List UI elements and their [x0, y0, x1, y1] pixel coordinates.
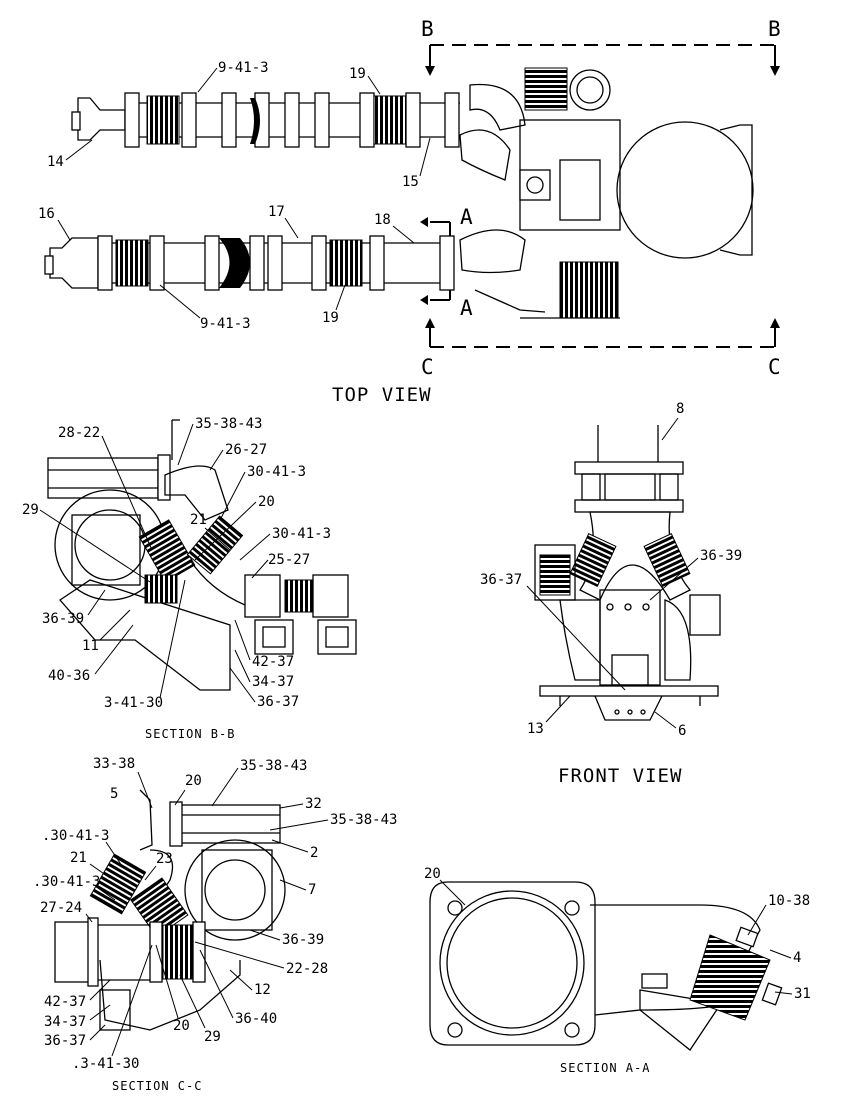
- front-callout-36-37: 36-37: [480, 572, 522, 588]
- cc-callout-23: 23: [156, 851, 173, 867]
- bb-callout-42-37: 42-37: [252, 654, 294, 670]
- cc-callout-35-38-43-a: 35-38-43: [240, 758, 307, 774]
- callout-18: 18: [374, 212, 391, 228]
- cc-callout-12: 12: [254, 982, 271, 998]
- bb-callout-26-27: 26-27: [225, 442, 267, 458]
- cc-callout-27-24: 27-24: [40, 900, 82, 916]
- front-view: 8 36-39 36-37 13 6 FRONT VIEW: [480, 401, 742, 787]
- cc-callout-29: 29: [204, 1029, 221, 1045]
- section-b-b: 35-38-43 28-22 26-27 30-41-3 29 20 21 30…: [22, 416, 357, 741]
- bb-callout-34-37: 34-37: [252, 674, 294, 690]
- cc-callout-32: 32: [305, 796, 322, 812]
- section-c-c: 33-38 20 35-38-43 5 32 35-38-43 .30-41-3…: [33, 756, 397, 1093]
- upper-exhaust-pipe-run: [71, 92, 460, 148]
- callout-15: 15: [402, 174, 419, 190]
- bb-callout-30-41-3-a: 30-41-3: [247, 464, 306, 480]
- cc-callout-30-41-3-a: .30-41-3: [42, 828, 109, 844]
- cc-callout-34-37: 34-37: [44, 1014, 86, 1030]
- cc-callout-22-28: 22-28: [286, 961, 328, 977]
- callout-16: 16: [38, 206, 55, 222]
- bb-callout-20: 20: [258, 494, 275, 510]
- callout-19-bottom: 19: [322, 310, 339, 326]
- cc-callout-36-37: 36-37: [44, 1033, 86, 1049]
- title-section-c-c: SECTION C-C: [112, 1079, 202, 1093]
- aa-callout-31: 31: [794, 986, 811, 1002]
- marker-a-top: A: [460, 205, 473, 229]
- bb-callout-29: 29: [22, 502, 39, 518]
- cc-callout-2: 2: [310, 845, 318, 861]
- aa-callout-10-38: 10-38: [768, 893, 810, 909]
- manifold-assembly: [459, 67, 754, 319]
- marker-c-left: C: [421, 355, 434, 379]
- front-callout-6: 6: [678, 723, 686, 739]
- lower-exhaust-pipe-run: [44, 235, 455, 291]
- cc-callout-5: 5: [110, 786, 118, 802]
- title-section-a-a: SECTION A-A: [560, 1061, 650, 1075]
- cc-callout-7: 7: [308, 882, 316, 898]
- bb-callout-36-37: 36-37: [257, 694, 299, 710]
- aa-callout-20: 20: [424, 866, 441, 882]
- cc-callout-42-37: 42-37: [44, 994, 86, 1010]
- callout-9-41-3-bottom: 9-41-3: [200, 316, 251, 332]
- bb-callout-40-36: 40-36: [48, 668, 90, 684]
- cc-callout-35-38-43-b: 35-38-43: [330, 812, 397, 828]
- front-callout-13: 13: [527, 721, 544, 737]
- callout-9-41-3-top: 9-41-3: [218, 60, 269, 76]
- cc-callout-36-39: 36-39: [282, 932, 324, 948]
- cc-callout-20-bottom: 20: [173, 1018, 190, 1034]
- bb-callout-35-38-43: 35-38-43: [195, 416, 262, 432]
- front-callout-36-39: 36-39: [700, 548, 742, 564]
- cc-callout-36-40: 36-40: [235, 1011, 277, 1027]
- front-callout-8: 8: [676, 401, 684, 417]
- bb-callout-30-41-3-b: 30-41-3: [272, 526, 331, 542]
- cc-callout-33-38: 33-38: [93, 756, 135, 772]
- cc-callout-21: 21: [70, 850, 87, 866]
- bb-callout-3-41-30: 3-41-30: [104, 695, 163, 711]
- callout-14: 14: [47, 154, 64, 170]
- title-front-view: FRONT VIEW: [558, 765, 682, 787]
- bb-callout-28-22: 28-22: [58, 425, 100, 441]
- marker-c-right: C: [768, 355, 781, 379]
- marker-b-right: B: [768, 17, 781, 41]
- aa-callout-4: 4: [793, 950, 801, 966]
- bb-callout-21: 21: [190, 512, 207, 528]
- marker-b-left: B: [421, 17, 434, 41]
- bb-callout-11: 11: [82, 638, 99, 654]
- callout-17: 17: [268, 204, 285, 220]
- top-view: B B C C A A: [38, 17, 781, 406]
- title-top-view: TOP VIEW: [332, 384, 432, 406]
- marker-a-bottom: A: [460, 296, 473, 320]
- cc-callout-20-top: 20: [185, 773, 202, 789]
- title-section-b-b: SECTION B-B: [145, 727, 235, 741]
- callout-19-top: 19: [349, 66, 366, 82]
- cc-callout-30-41-3-b: .30-41-3: [33, 874, 100, 890]
- bb-callout-25-27: 25-27: [268, 552, 310, 568]
- cc-callout-3-41-30: .3-41-30: [72, 1056, 139, 1072]
- bb-callout-36-39: 36-39: [42, 611, 84, 627]
- section-a-a: 20 10-38 4 31 SECTION A-A: [424, 866, 811, 1075]
